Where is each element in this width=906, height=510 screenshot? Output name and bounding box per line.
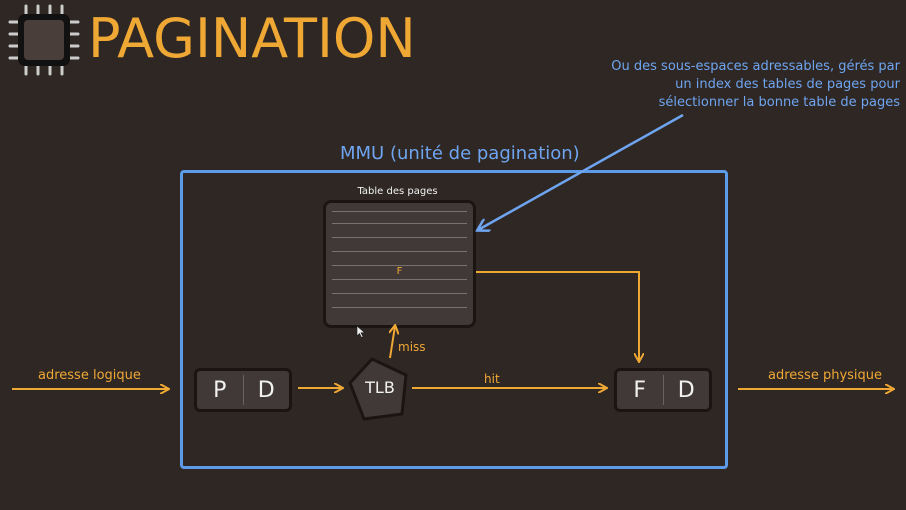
- chip-icon: [8, 4, 80, 76]
- offset-d: D: [677, 377, 695, 403]
- miss-label: miss: [398, 340, 426, 354]
- cursor-icon: [356, 325, 366, 338]
- logical-address-box: P D: [194, 368, 292, 412]
- physical-address-box: F D: [614, 368, 712, 412]
- frame-number-f: F: [633, 377, 647, 403]
- mmu-box: [180, 170, 728, 469]
- annotation-arrow: [478, 113, 684, 230]
- logical-address-label: adresse logique: [38, 368, 141, 383]
- tlb-label: TLB: [365, 378, 395, 397]
- divider: [662, 375, 664, 405]
- hit-label: hit: [484, 372, 500, 386]
- physical-address-label: adresse physique: [768, 368, 883, 383]
- page-number-p: P: [213, 377, 227, 403]
- divider: [242, 375, 244, 405]
- tlb-shape: [348, 357, 408, 421]
- page-table-entry: F: [396, 266, 403, 277]
- page-table: [323, 200, 476, 328]
- table-to-fd-arrow: [476, 271, 639, 361]
- offset-d: D: [257, 377, 275, 403]
- miss-arrow: [390, 326, 395, 359]
- page-title: PAGINATION: [88, 7, 416, 70]
- mmu-label: MMU (unité de pagination): [340, 143, 580, 164]
- page-table-title: Table des pages: [357, 186, 438, 197]
- annotation-note: Ou des sous-espaces adressables, gérés p…: [611, 59, 900, 110]
